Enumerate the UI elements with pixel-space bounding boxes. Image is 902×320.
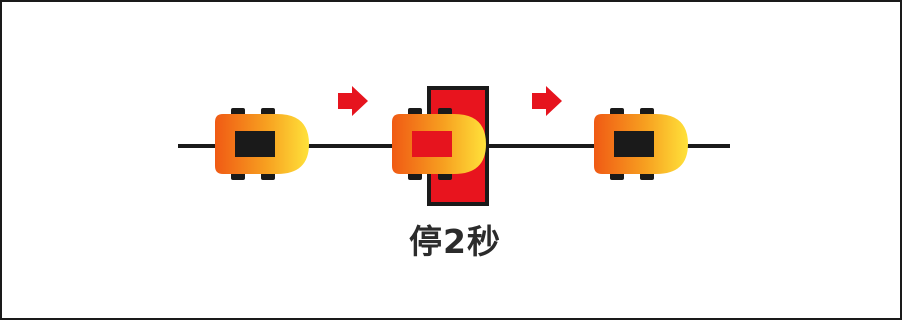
car-start (215, 108, 309, 180)
stop-duration-caption: 停2秒 (409, 222, 501, 261)
car-end (594, 108, 688, 180)
arrow-right-2 (532, 86, 562, 116)
car-stopped (392, 108, 486, 180)
arrow-right-1 (338, 86, 368, 116)
